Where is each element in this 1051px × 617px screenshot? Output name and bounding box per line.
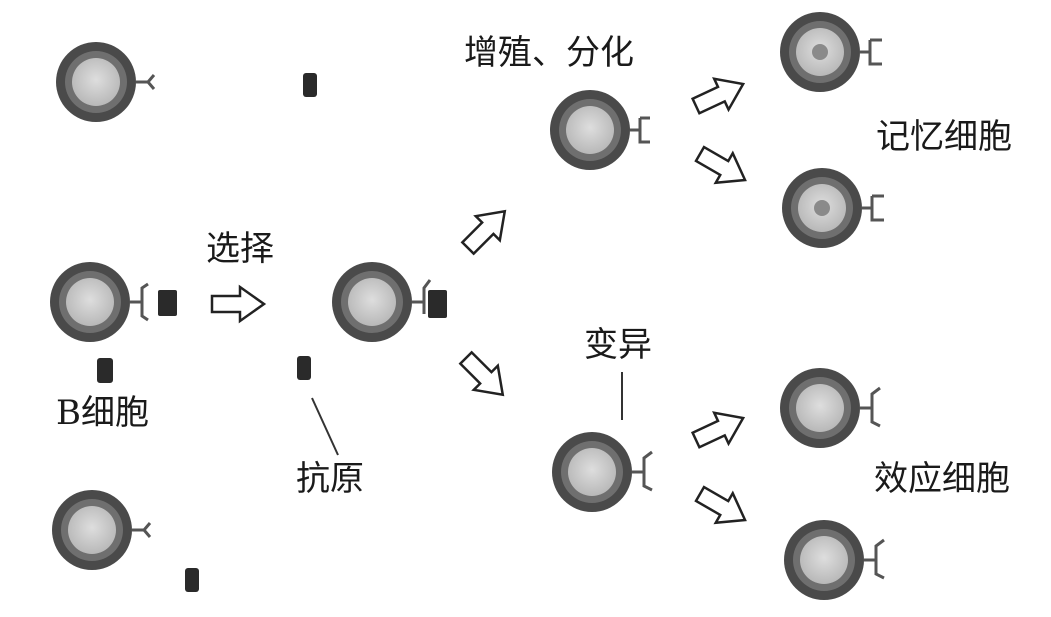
proliferating-cell <box>550 90 650 170</box>
mutated-cell <box>552 432 653 512</box>
b-cell-label: B细胞 <box>56 393 149 433</box>
antigen-particle <box>303 73 317 97</box>
memory-cell-2 <box>782 168 884 248</box>
arrow-to-effector-cell-1 <box>687 401 752 457</box>
antigen-particle <box>185 568 199 592</box>
select-arrow <box>210 285 266 323</box>
antigen-particle-bound <box>428 290 447 318</box>
proliferation-differentiation-label: 增殖、分化 <box>464 33 634 73</box>
arrow-to-proliferation <box>454 197 519 262</box>
antigen-pointer-line <box>311 397 339 456</box>
arrow-to-effector-cell-2 <box>690 478 755 536</box>
effector-cell-2 <box>784 520 885 600</box>
memory-cells-label: 记忆细胞 <box>876 117 1012 157</box>
selection-label: 选择 <box>206 229 274 269</box>
b-cell-top <box>56 42 156 122</box>
antigen-particle-bound <box>158 290 177 316</box>
memory-cell-1 <box>780 12 882 92</box>
mutation-label: 变异 <box>584 325 652 365</box>
arrow-to-mutation <box>452 344 517 409</box>
arrow-to-memory-cell-1 <box>687 67 752 123</box>
effector-cell-1 <box>780 368 881 448</box>
arrow-to-memory-cell-2 <box>690 138 755 196</box>
selected-b-cell <box>332 262 432 342</box>
b-cell-middle <box>50 262 149 342</box>
effector-cells-label: 效应细胞 <box>874 459 1010 499</box>
antigen-particle <box>97 358 113 383</box>
antigen-particle <box>297 356 311 380</box>
antigen-label: 抗原 <box>296 459 364 499</box>
b-cell-bottom <box>52 490 152 570</box>
